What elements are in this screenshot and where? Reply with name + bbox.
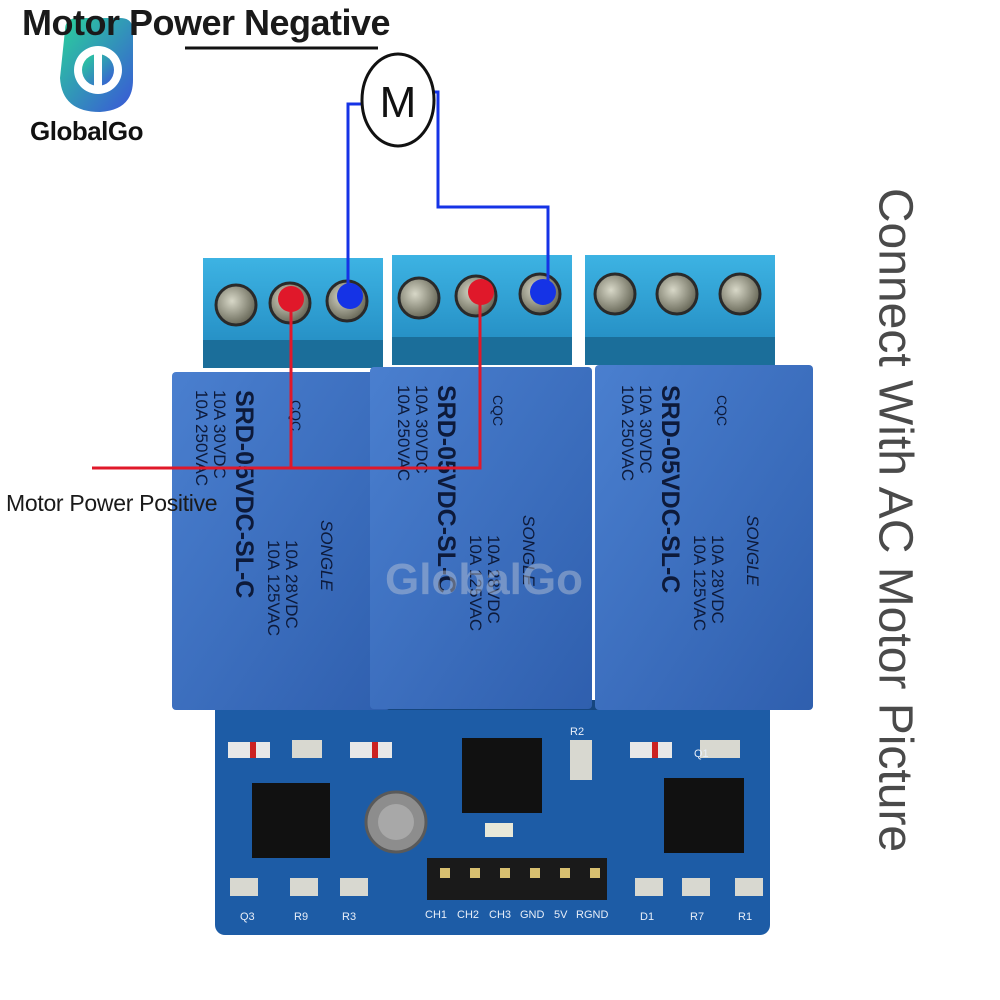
negative-terminal-dot: [530, 279, 556, 305]
positive-wire: [92, 296, 482, 470]
relay-rating-line: 10A 125VAC: [690, 535, 709, 631]
motor-symbol: M: [360, 52, 436, 148]
optocoupler-middle: [462, 738, 542, 813]
positive-terminal-dot: [468, 279, 494, 305]
positive-terminal-dot: [278, 286, 304, 312]
pin-label: CH3: [489, 909, 511, 921]
negative-terminal-dot: [337, 283, 363, 309]
relay-rating-line: 10A 125VAC: [264, 540, 283, 636]
relay-spec-line: 10A 30VDC: [636, 385, 655, 474]
motor-negative-label: Motor Power Negative: [22, 2, 391, 43]
relay-cert: CQC: [714, 395, 730, 426]
board-mark: R7: [690, 911, 704, 923]
relay-spec-line: 10A 30VDC: [210, 390, 229, 479]
relay-cert: CQC: [490, 395, 506, 426]
pin-label: RGND: [576, 909, 608, 921]
board-mark: R9: [294, 911, 308, 923]
optocoupler-left: [252, 783, 330, 858]
relay-spec-line: 10A 250VAC: [618, 385, 637, 481]
wiring: [92, 46, 556, 470]
board-mark: R1: [738, 911, 752, 923]
relay-2: [370, 367, 592, 709]
pin-label: 5V: [554, 909, 568, 921]
relay-rating-line: 10A 28VDC: [708, 535, 727, 624]
board-mark: Q3: [240, 911, 255, 923]
negative-wire-left: [346, 102, 364, 296]
relay-maker: SONGLE: [743, 515, 762, 587]
motor-positive-label: Motor Power Positive: [6, 490, 218, 516]
relay-rating-line: 10A 28VDC: [484, 535, 503, 624]
brand-logo-icon: [60, 18, 133, 112]
relay-1: [172, 372, 390, 710]
negative-wire-right: [432, 90, 550, 290]
board-mark: Q1: [694, 748, 709, 760]
relay-model: SRD-05VDC-SL-C: [656, 385, 684, 593]
relay-spec-line: 10A 250VAC: [394, 385, 413, 481]
pin-label: GND: [520, 909, 545, 921]
brand-watermark: GlobalGo: [385, 555, 583, 604]
relay-rating-line: 10A 28VDC: [282, 540, 301, 629]
relay-3: [595, 365, 813, 710]
optocoupler-right: [664, 778, 744, 853]
relay-model: SRD-05VDC-SL-C: [432, 385, 460, 593]
relay-model: SRD-05VDC-SL-C: [230, 390, 258, 598]
board-mark: R3: [342, 911, 356, 923]
brand-name: GlobalGo: [30, 116, 144, 146]
pin-label: CH2: [457, 909, 479, 921]
relay-spec-line: 10A 30VDC: [412, 385, 431, 474]
pin-header: [427, 858, 607, 900]
terminal-blocks: [203, 255, 775, 368]
board-mark: D1: [640, 911, 654, 923]
pin-label: CH1: [425, 909, 447, 921]
relay-maker: SONGLE: [519, 515, 538, 587]
relay-rating-line: 10A 125VAC: [466, 535, 485, 631]
pcb-board: CH1 CH2 CH3 GND 5V RGND R9 R3 R2 Q1 D1 R…: [215, 700, 770, 935]
board-mark: R2: [570, 726, 584, 738]
relay-row: [172, 365, 813, 710]
relay-spec-line: 10A 250VAC: [192, 390, 211, 486]
side-caption: Connect With AC Motor Picture: [868, 187, 922, 853]
motor-letter: M: [380, 78, 417, 127]
relay-maker: SONGLE: [317, 520, 336, 592]
